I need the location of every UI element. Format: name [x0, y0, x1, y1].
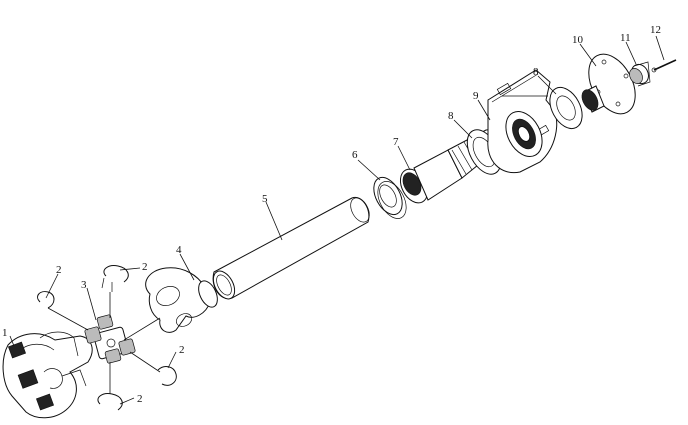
part-1-flange-yoke: [2, 331, 93, 419]
label-part-10: 10: [572, 34, 584, 46]
part-8-seal-ring-far: [549, 86, 583, 130]
label-part-2-top: 2: [142, 261, 148, 273]
leader-lines: [9, 35, 665, 405]
label-part-8-far: 8: [533, 66, 539, 78]
label-part-2-bottom: 2: [137, 393, 143, 405]
label-part-9: 9: [473, 90, 479, 102]
part-labels: 1 2 2 2 2 3 4 5 6 7 8 9 8 10 11 12: [2, 24, 661, 405]
label-part-1: 1: [2, 327, 8, 339]
part-6-washer: [373, 176, 407, 219]
label-part-5: 5: [262, 193, 268, 205]
part-10-companion-flange: [581, 53, 636, 115]
label-part-2-left: 2: [56, 264, 62, 276]
label-part-4: 4: [176, 244, 182, 256]
label-part-7: 7: [393, 136, 399, 148]
part-2-circlip-right: [129, 351, 177, 386]
label-part-6: 6: [352, 149, 358, 161]
part-4-tube-yoke: [123, 267, 218, 341]
part-11-nut: [629, 61, 651, 87]
part-5-tube: [212, 196, 370, 300]
part-2-circlip-lower: [97, 292, 123, 411]
label-part-3: 3: [81, 279, 87, 291]
part-12-cotter-pin: [651, 59, 677, 73]
label-part-2-right: 2: [179, 344, 185, 356]
label-part-12: 12: [650, 24, 661, 36]
label-part-11: 11: [620, 32, 631, 44]
label-part-8-near: 8: [448, 110, 454, 122]
part-3-cross-spider: [84, 314, 136, 364]
part-2-circlip-left: [37, 291, 89, 331]
part-9-center-bearing-bracket: [487, 69, 558, 174]
